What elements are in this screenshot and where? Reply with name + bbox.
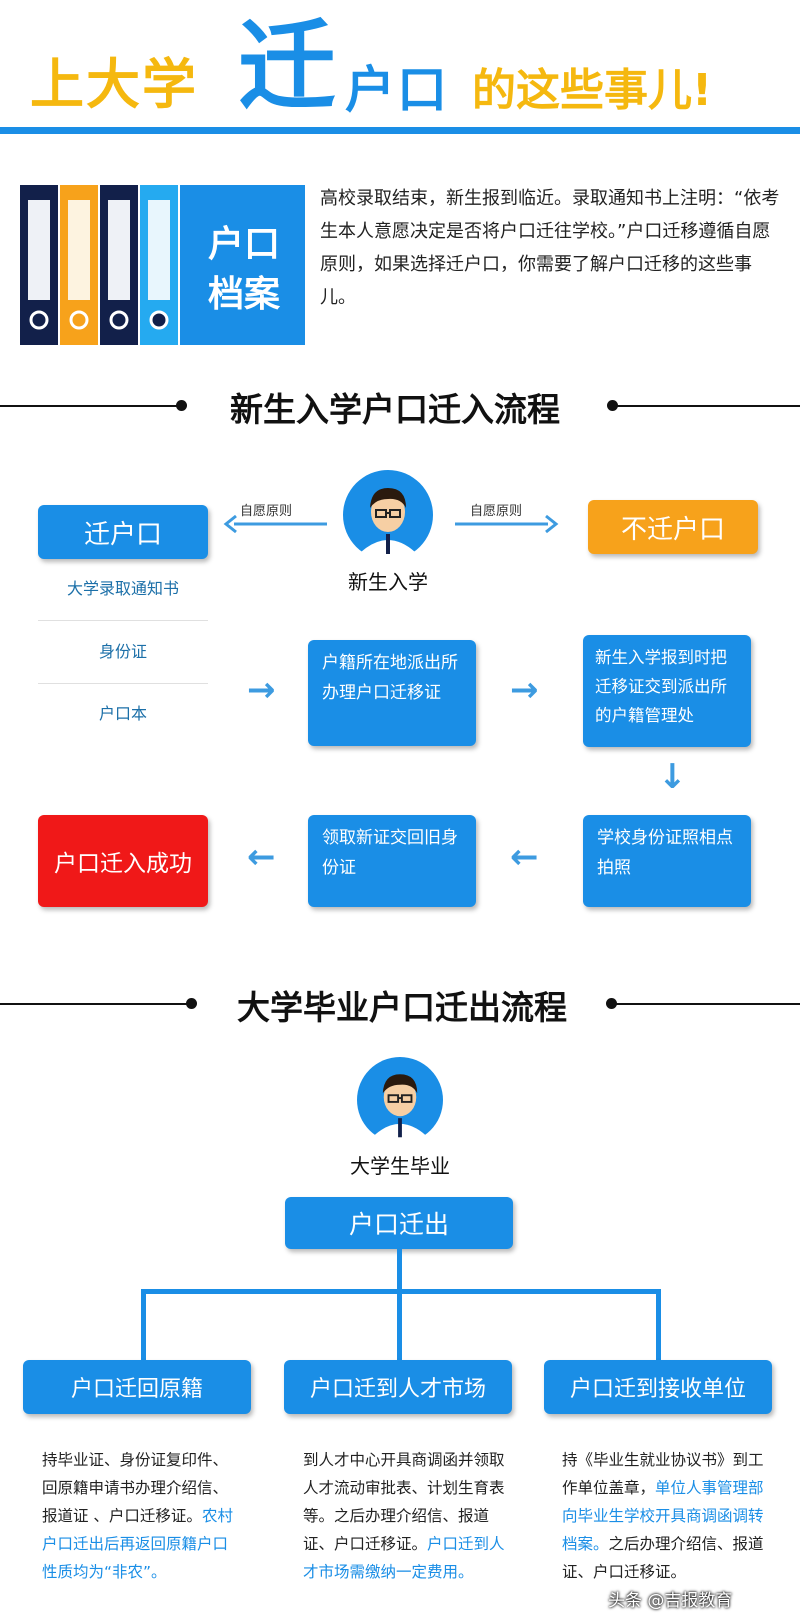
move-hukou-box: 迁户口 [38, 505, 208, 559]
flow-arrow-down-icon: ↓ [658, 757, 687, 797]
document-item-household-register: 户口本 [98, 704, 147, 723]
flow-arrow-left-icon: ← [510, 837, 539, 877]
document-item-admission-notice: 大学录取通知书 [66, 579, 179, 598]
section1-right-line [612, 405, 800, 407]
step-collect-new-id: 领取新证交回旧身份证 [308, 815, 476, 907]
document-item-id-card: 身份证 [98, 642, 147, 661]
branch-return-hometown-text: 持毕业证、身份证复印件、回原籍申请书办理介绍信、报道证 、户口迁移证。农村户口迁… [42, 1446, 240, 1586]
no-move-hukou-box: 不迁户口 [588, 500, 758, 554]
branch-text: 之后办理介绍信、报道证、户口迁移证。 [562, 1535, 764, 1581]
document-separator [38, 683, 208, 684]
section1-left-line [0, 405, 180, 407]
section1-left-dot [176, 400, 187, 411]
step-school-photo: 学校身份证照相点拍照 [583, 815, 751, 907]
flow-arrow-right-icon: → [510, 670, 539, 710]
header-title-part1: 上大学 [30, 53, 198, 116]
header-title-part4: 的这些事儿! [472, 65, 713, 116]
section2-title: 大学毕业户口迁出流程 [237, 988, 567, 1027]
section2-right-line [611, 1003, 800, 1005]
header-title-part3: 户口 [345, 61, 449, 119]
right-arrow-label: 自愿原则 [470, 504, 523, 519]
header-underline [0, 127, 800, 134]
step-police-station-certificate: 户籍所在地派出所办理户口迁移证 [308, 640, 476, 746]
tree-connector [397, 1289, 402, 1361]
branch-receiving-unit: 户口迁到接收单位 [544, 1360, 772, 1414]
section2-left-line [0, 1003, 190, 1005]
success-box: 户口迁入成功 [38, 815, 208, 907]
branch-text: 持毕业证、身份证复印件、回原籍申请书办理介绍信、报道证 、户口迁移证。 [42, 1451, 229, 1525]
step-submit-certificate: 新生入学报到时把迁移证交到派出所的户籍管理处 [583, 635, 751, 747]
right-arrow-icon [455, 514, 560, 534]
branch-highlight: 单位人事管理部向毕业生学校开具商调函调转档案。 [562, 1479, 764, 1553]
tree-connector [141, 1289, 146, 1361]
branch-highlight: 农村户口迁出后再返回原籍户口性质均为“非农”。 [42, 1507, 233, 1581]
branch-return-hometown: 户口迁回原籍 [23, 1360, 251, 1414]
branch-text: 持《毕业生就业协议书》到工作单位盖章， [562, 1451, 764, 1497]
branch-receiving-unit-text: 持《毕业生就业协议书》到工作单位盖章，单位人事管理部向毕业生学校开具商调函调转档… [562, 1446, 767, 1586]
flow-arrow-left-icon: ← [247, 837, 276, 877]
section2-left-dot [186, 998, 197, 1009]
student-avatar-icon [343, 470, 433, 560]
hukou-out-root-box: 户口迁出 [285, 1197, 513, 1249]
section1-title: 新生入学户口迁入流程 [230, 390, 560, 429]
student-label: 新生入学 [348, 570, 428, 594]
intro-paragraph: 高校录取结束，新生报到临近。录取通知书上注明：“依考生本人意愿决定是否将户口迁往… [320, 188, 780, 308]
watermark: 头条 @吉报教育 [608, 1591, 733, 1611]
graduate-label: 大学生毕业 [350, 1154, 450, 1178]
left-arrow-icon [222, 514, 327, 534]
archive-label-line1: 户口 [208, 224, 281, 265]
branch-talent-market: 户口迁到人才市场 [284, 1360, 512, 1414]
branch-text: 到人才中心开具商调函并领取人才流动审批表、计划生育表等。之后办理介绍信、报道证、… [303, 1451, 505, 1553]
tree-connector [656, 1289, 661, 1361]
archive-label-line2: 档案 [208, 274, 281, 315]
archive-folders-icon: 户口 档案 [20, 185, 305, 345]
branch-highlight: 户口迁到人才市场需缴纳一定费用。 [303, 1535, 505, 1581]
document-separator [38, 620, 208, 621]
flow-arrow-right-icon: → [247, 670, 276, 710]
branch-talent-market-text: 到人才中心开具商调函并领取人才流动审批表、计划生育表等。之后办理介绍信、报道证、… [303, 1446, 508, 1586]
header-title-part2: 迁 [238, 10, 337, 124]
left-arrow-label: 自愿原则 [240, 504, 293, 519]
graduate-avatar-icon [357, 1057, 443, 1143]
tree-connector [397, 1249, 402, 1291]
